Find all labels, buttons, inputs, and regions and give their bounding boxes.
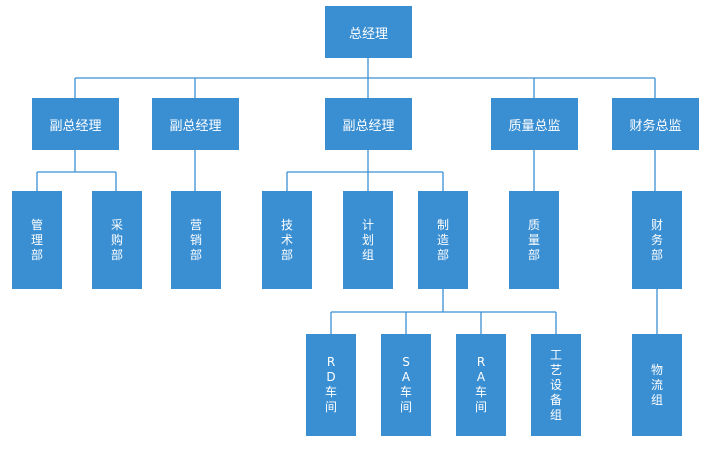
node-purchasing-dept: 采购部 [92,191,142,289]
node-label: 营销部 [189,217,202,262]
node-manufacturing-dept: 制造部 [418,191,468,289]
node-sa-workshop: SA车间 [381,334,431,436]
node-finance-dept: 财务部 [632,191,682,289]
node-quality-director: 质量总监 [491,98,578,150]
node-label: 采购部 [110,217,123,262]
node-label: RA车间 [474,355,487,414]
node-label: SA车间 [399,355,412,414]
node-technology-dept: 技术部 [262,191,312,289]
node-logistics-group: 物流组 [632,334,682,436]
node-ra-workshop: RA车间 [456,334,506,436]
node-label: 计划组 [361,217,374,262]
node-quality-dept: 质量部 [509,191,559,289]
node-label: 财务部 [650,217,663,262]
node-general-manager: 总经理 [325,6,412,58]
node-label: 物流组 [650,362,663,407]
node-label: 技术部 [280,217,293,262]
node-label: 制造部 [436,217,449,262]
node-process-equipment-group: 工艺设备组 [531,334,581,436]
node-deputy-gm-3: 副总经理 [325,98,412,150]
node-finance-director: 财务总监 [612,98,699,150]
node-label: 质量部 [527,217,540,262]
node-marketing-dept: 营销部 [171,191,221,289]
node-label: 工艺设备组 [549,347,562,422]
node-deputy-gm-2: 副总经理 [152,98,239,150]
node-planning-group: 计划组 [343,191,393,289]
node-management-dept: 管理部 [12,191,62,289]
node-rd-workshop: RD车间 [306,334,356,436]
node-label: RD车间 [324,355,337,414]
node-label: 管理部 [30,217,43,262]
node-deputy-gm-1: 副总经理 [32,98,119,150]
